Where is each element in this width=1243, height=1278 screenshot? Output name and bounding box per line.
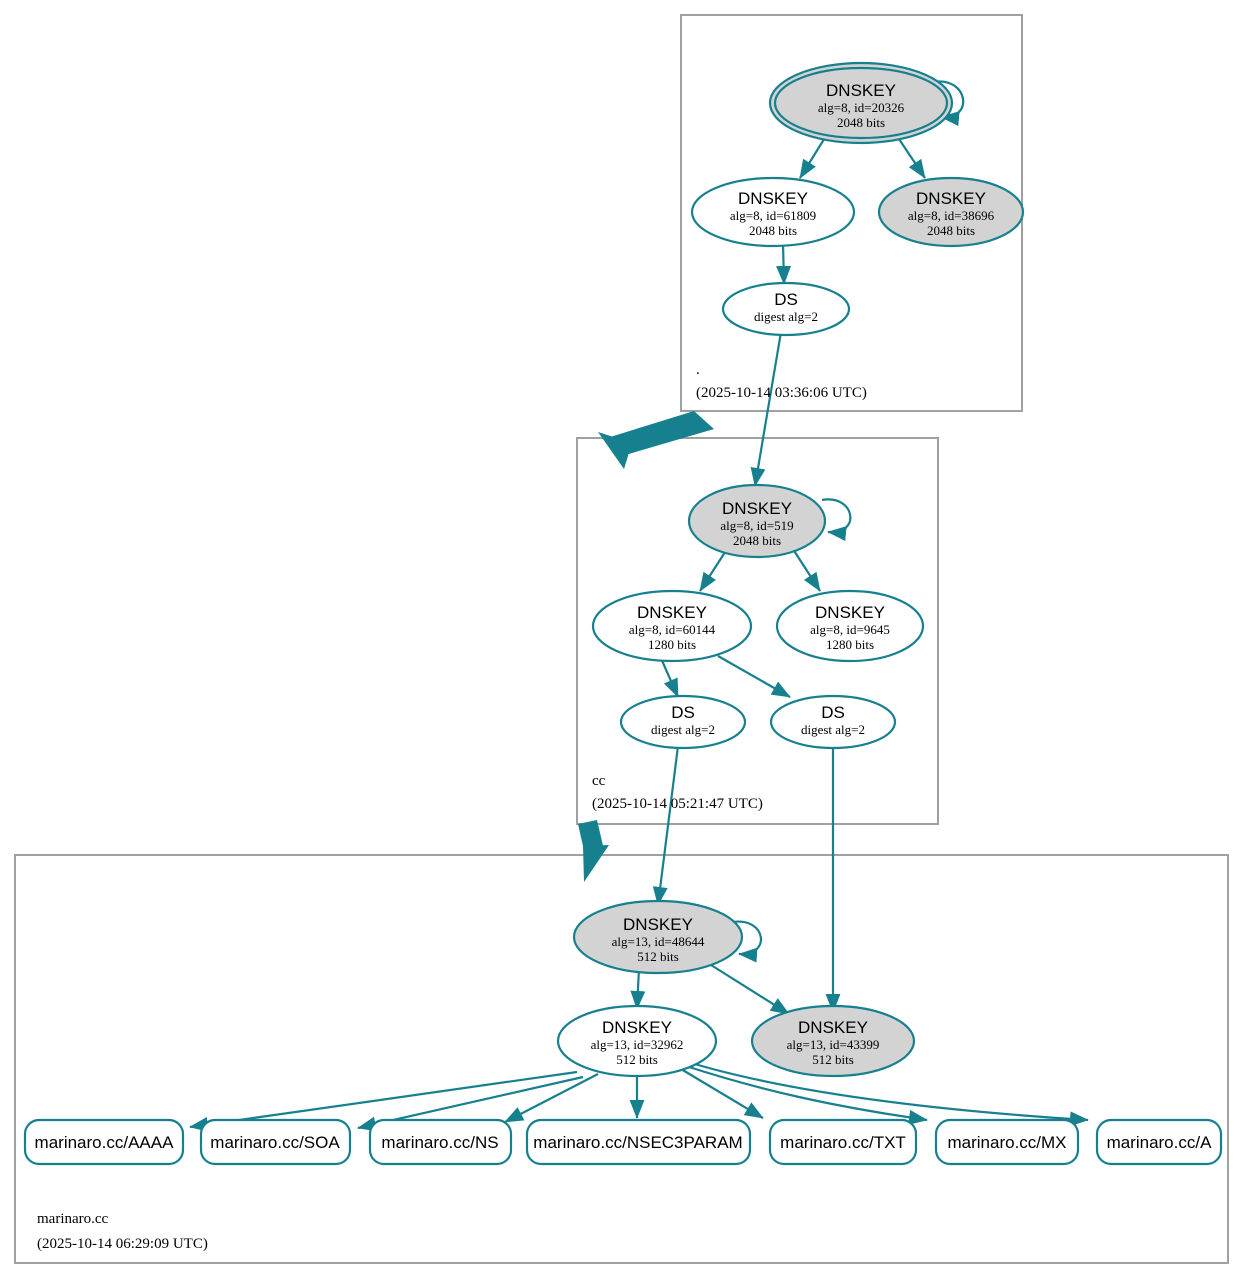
node-title: DNSKEY <box>637 603 707 622</box>
node-root-dnskey-38696[interactable]: DNSKEY alg=8, id=38696 2048 bits <box>877 176 1025 248</box>
node-line3: 1280 bits <box>648 637 696 652</box>
edge-marinaro-ksk-selfloop <box>732 920 763 963</box>
node-line3: 2048 bits <box>927 223 975 238</box>
node-line3: 512 bits <box>616 1052 658 1067</box>
edge-delegation-cc-to-marinaro <box>578 820 609 882</box>
node-root-ds[interactable]: DS digest alg=2 <box>721 281 851 337</box>
rrset-marinaro-txt[interactable]: marinaro.cc/TXT <box>768 1118 918 1166</box>
node-line3: 512 bits <box>637 949 679 964</box>
node-title: DNSKEY <box>826 81 896 100</box>
node-line2: alg=13, id=32962 <box>591 1037 684 1052</box>
node-cc-dnskey-60144[interactable]: DNSKEY alg=8, id=60144 1280 bits <box>591 589 753 663</box>
edge-cc-ksk-to-zsk9645 <box>790 545 821 592</box>
node-title: DNSKEY <box>738 189 808 208</box>
node-title: DNSKEY <box>798 1018 868 1037</box>
node-title: DNSKEY <box>623 915 693 934</box>
node-title: DNSKEY <box>916 189 986 208</box>
rrset-marinaro-aaaa[interactable]: marinaro.cc/AAAA <box>23 1118 185 1166</box>
zone-timestamp-root: (2025-10-14 03:36:06 UTC) <box>696 385 867 401</box>
node-line3: 2048 bits <box>749 223 797 238</box>
node-line2: alg=8, id=60144 <box>629 622 716 637</box>
node-cc-ds-right[interactable]: DS digest alg=2 <box>769 694 897 750</box>
rrset-marinaro-ns[interactable]: marinaro.cc/NS <box>368 1118 513 1166</box>
node-title: DNSKEY <box>602 1018 672 1037</box>
node-marinaro-dnskey-43399[interactable]: DNSKEY alg=13, id=43399 512 bits <box>750 1004 916 1078</box>
rrset-marinaro-mx[interactable]: marinaro.cc/MX <box>934 1118 1080 1166</box>
rrset-label: marinaro.cc/SOA <box>210 1133 340 1152</box>
rrset-label: marinaro.cc/TXT <box>780 1133 906 1152</box>
rrset-label: marinaro.cc/NSEC3PARAM <box>533 1133 742 1152</box>
node-line3: 1280 bits <box>826 637 874 652</box>
node-title: DNSKEY <box>722 499 792 518</box>
node-line2: alg=8, id=61809 <box>730 208 816 223</box>
zone-box-marinaro <box>14 854 1229 1264</box>
edge-delegation-root-to-cc <box>598 411 714 469</box>
node-line2: alg=8, id=519 <box>720 518 793 533</box>
zone-label-root: . <box>696 362 700 378</box>
zone-label-cc: cc <box>592 773 606 789</box>
edge-zsk-to-rr-txt <box>680 1068 764 1119</box>
node-line2: alg=13, id=48644 <box>612 934 705 949</box>
node-line2: alg=8, id=9645 <box>810 622 890 637</box>
zone-timestamp-marinaro: (2025-10-14 06:29:09 UTC) <box>37 1236 208 1252</box>
zone-label-marinaro: marinaro.cc <box>37 1211 109 1227</box>
edge-cc-zsk60144-to-ds-right <box>717 655 791 698</box>
edge-zsk-to-rr-aaaa <box>189 1070 578 1132</box>
edge-cc-ksk-selfloop <box>821 498 852 542</box>
edge-cc-zsk60144-to-ds-left <box>658 655 680 698</box>
node-marinaro-dnskey-32962[interactable]: DNSKEY alg=13, id=32962 512 bits <box>556 1004 718 1078</box>
node-root-ksk-20326[interactable]: DNSKEY alg=8, id=20326 2048 bits <box>768 61 954 145</box>
edge-root-ksk-selfloop <box>932 80 965 127</box>
rrset-marinaro-nsec3param[interactable]: marinaro.cc/NSEC3PARAM <box>525 1118 752 1166</box>
edge-zsk-to-rr-mx <box>685 1064 928 1125</box>
node-cc-ds-left[interactable]: DS digest alg=2 <box>619 694 747 750</box>
node-line2: alg=8, id=20326 <box>818 100 905 115</box>
rrset-marinaro-a[interactable]: marinaro.cc/A <box>1095 1118 1223 1166</box>
node-cc-dnskey-9645[interactable]: DNSKEY alg=8, id=9645 1280 bits <box>775 589 925 663</box>
edge-root-zsk-to-ds <box>776 242 792 285</box>
node-line2: digest alg=2 <box>754 309 818 324</box>
edge-marinaro-ksk-to-zsk32962 <box>630 967 646 1010</box>
node-line2: alg=13, id=43399 <box>787 1037 880 1052</box>
node-marinaro-ksk-48644[interactable]: DNSKEY alg=13, id=48644 512 bits <box>572 899 744 975</box>
rrset-marinaro-soa[interactable]: marinaro.cc/SOA <box>199 1118 352 1166</box>
rrset-label: marinaro.cc/A <box>1107 1133 1213 1152</box>
edge-zsk-to-rr-ns <box>504 1073 599 1123</box>
node-title: DNSKEY <box>815 603 885 622</box>
edge-root-ksk-to-zsk61809 <box>799 135 827 179</box>
node-root-dnskey-61809[interactable]: DNSKEY alg=8, id=61809 2048 bits <box>690 176 856 248</box>
rrset-label: marinaro.cc/AAAA <box>35 1133 175 1152</box>
node-title: DS <box>671 703 695 722</box>
zone-box-cc <box>576 437 939 825</box>
edge-zsk-to-rr-a <box>687 1060 1089 1127</box>
rrset-label: marinaro.cc/MX <box>947 1133 1066 1152</box>
node-line3: 2048 bits <box>837 115 885 130</box>
node-line2: digest alg=2 <box>801 722 865 737</box>
node-line2: alg=8, id=38696 <box>908 208 995 223</box>
edge-cc-ds-left-to-marinaro-ksk <box>652 745 680 906</box>
node-line3: 512 bits <box>812 1052 854 1067</box>
node-line2: digest alg=2 <box>651 722 715 737</box>
edge-root-ksk-to-key38696 <box>896 135 926 179</box>
zone-timestamp-cc: (2025-10-14 05:21:47 UTC) <box>592 796 763 812</box>
edge-root-ds-to-cc-ksk <box>750 331 783 487</box>
node-cc-ksk-519[interactable]: DNSKEY alg=8, id=519 2048 bits <box>687 483 827 559</box>
node-title: DS <box>821 703 845 722</box>
node-line3: 2048 bits <box>733 533 781 548</box>
rrset-label: marinaro.cc/NS <box>381 1133 498 1152</box>
node-title: DS <box>774 290 798 309</box>
edge-marinaro-ksk-to-key43399 <box>710 964 790 1015</box>
